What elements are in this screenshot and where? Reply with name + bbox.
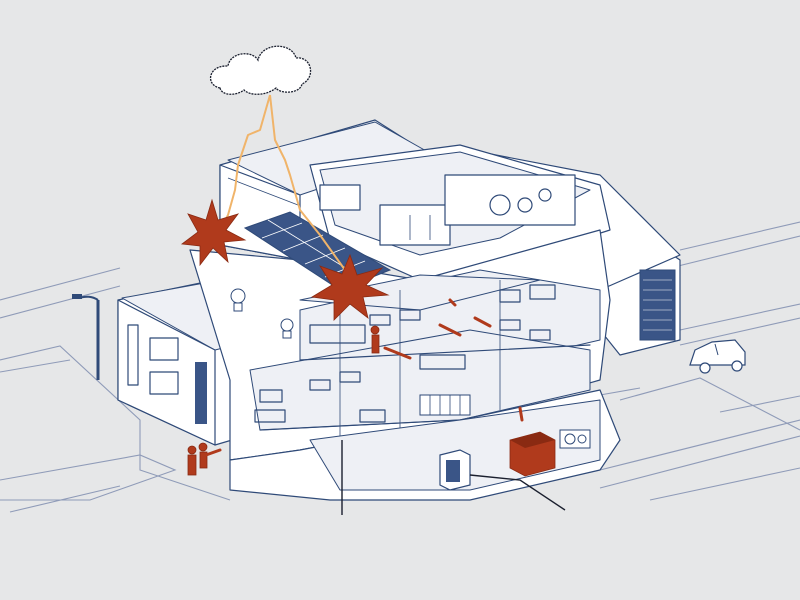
cloud-icon: [210, 45, 312, 95]
storage-shelving: [419, 394, 471, 416]
street-lamp: [72, 294, 100, 380]
generator: [509, 431, 556, 477]
explosion-burst: [180, 198, 247, 267]
potted-plant: [230, 288, 294, 339]
data-flow-lines: [383, 298, 524, 422]
lightning-bolt: [219, 94, 346, 271]
rooftop-mechanical: [309, 144, 611, 281]
street-grid: [0, 221, 800, 513]
pump-machine: [559, 429, 591, 449]
cutaway-floors: [249, 269, 601, 440]
server-rack: [439, 449, 471, 491]
parked-car: [689, 339, 746, 374]
intruder-figures: [187, 442, 222, 476]
person-figure: [370, 325, 380, 354]
explosion-burst: [310, 253, 390, 321]
power-cable: [341, 440, 566, 515]
louvre-panel: [639, 269, 676, 341]
